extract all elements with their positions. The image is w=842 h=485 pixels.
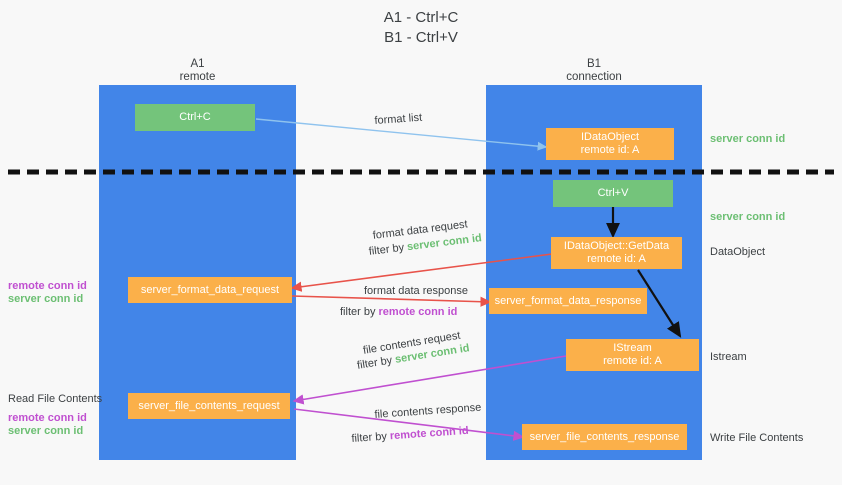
- edge-label-format-list-text: format list: [374, 111, 423, 127]
- node-ctrl-c[interactable]: Ctrl+C: [135, 104, 255, 131]
- note-server-conn-id-1: server conn id: [8, 293, 84, 305]
- node-server-file-contents-response[interactable]: server_file_contents_response: [522, 424, 687, 450]
- filter-prefix: filter by: [356, 353, 397, 372]
- note-dataobject: DataObject: [710, 246, 766, 258]
- lane-header-a1: A1 remote: [179, 58, 216, 83]
- note-remote-conn-id-1: remote conn id: [8, 280, 87, 292]
- node-server-format-data-response[interactable]: server_format_data_response: [489, 288, 647, 314]
- filter-prefix: filter by: [340, 306, 379, 318]
- filter-value-remote-conn-id: remote conn id: [389, 424, 469, 443]
- edge-label-file-contents-response-text: file contents response: [374, 401, 482, 421]
- filter-prefix: filter by: [368, 241, 408, 258]
- node-ctrl-v[interactable]: Ctrl+V: [553, 180, 673, 207]
- node-server-format-data-request[interactable]: server_format_data_request: [128, 277, 292, 303]
- edge-label-format-data-response-text: format data response: [364, 285, 468, 297]
- note-istream: Istream: [710, 351, 747, 363]
- note-server-conn-id-mid: server conn id: [710, 211, 786, 223]
- edge-label-format-data-response: format data response: [364, 284, 468, 298]
- note-read-file-contents: Read File Contents: [8, 393, 103, 405]
- node-idataobject-getdata[interactable]: IDataObject::GetData remote id: A: [551, 237, 682, 269]
- edge-label-file-contents-response-filter: filter by remote conn id: [351, 424, 469, 446]
- note-write-file-contents: Write File Contents: [710, 432, 804, 444]
- edge-label-format-list: format list: [374, 111, 423, 128]
- filter-value-remote-conn-id: remote conn id: [378, 306, 458, 318]
- note-remote-conn-id-2: remote conn id: [8, 412, 87, 424]
- edge-label-format-data-response-filter: filter by remote conn id: [340, 305, 457, 319]
- lane-header-b1: B1 connection: [566, 58, 622, 83]
- diagram-title: A1 - Ctrl+C B1 - Ctrl+V: [383, 9, 459, 46]
- note-server-conn-id-top: server conn id: [710, 133, 786, 145]
- node-server-file-contents-request[interactable]: server_file_contents_request: [128, 393, 290, 419]
- filter-prefix: filter by: [351, 430, 391, 445]
- node-istream[interactable]: IStream remote id: A: [566, 339, 699, 371]
- node-idataobject[interactable]: IDataObject remote id: A: [546, 128, 674, 160]
- edge-label-file-contents-response: file contents response: [374, 401, 482, 422]
- note-server-conn-id-2: server conn id: [8, 425, 84, 437]
